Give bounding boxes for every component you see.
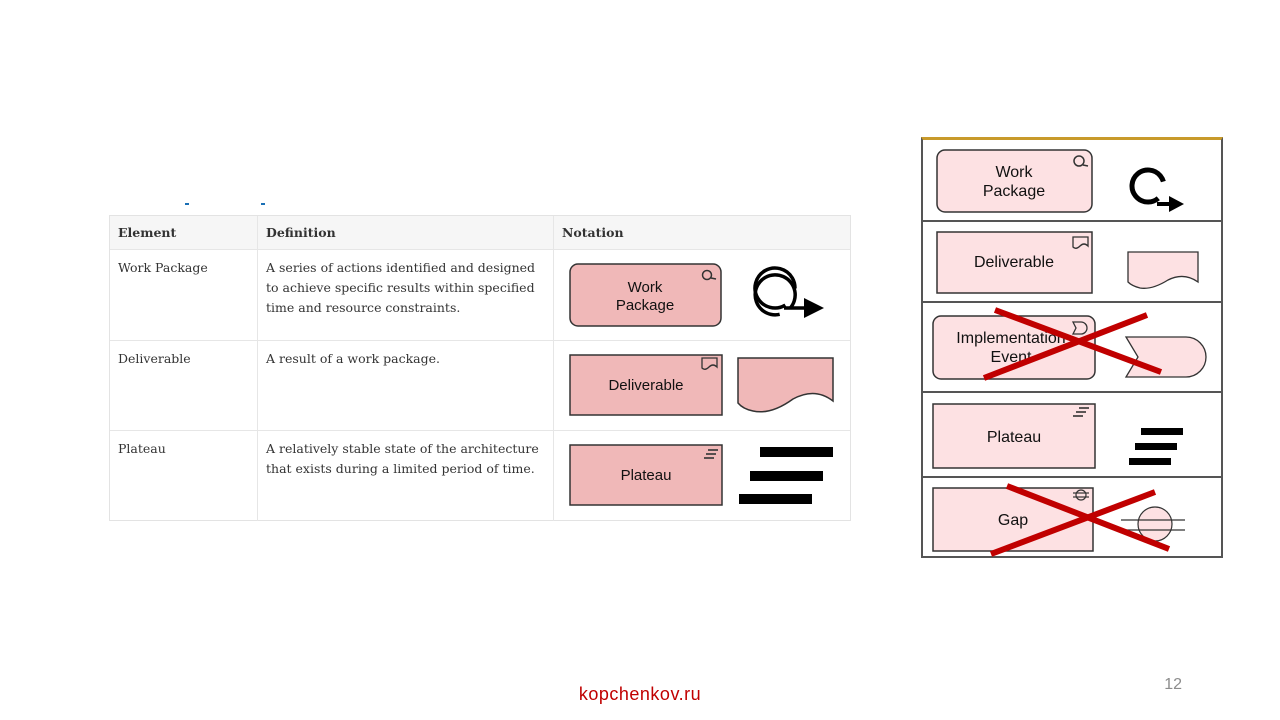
cell-element: Plateau [110,431,258,521]
deliverable-icon [737,357,834,413]
header-definition: Definition [258,216,554,249]
row-divider [923,476,1221,478]
rp-plateau: Plateau [987,429,1041,446]
table-header-row: Element Definition Notation [110,216,850,250]
plateau-icon [739,447,833,504]
header-notation: Notation [562,225,624,240]
cell-notation: Deliverable [554,341,850,430]
cut-link-fragment [185,199,315,209]
row-divider [923,391,1221,393]
cell-notation: Work Package [554,250,850,340]
loop-arrow-small-icon [1073,155,1089,167]
strike-cross-icon [982,307,1163,381]
strike-cross-icon [989,483,1171,557]
deliverable-small-icon [1072,236,1089,249]
cell-element: Deliverable [110,341,258,430]
table-row-deliverable: Deliverable A result of a work package. … [110,341,850,431]
loop-arrow-icon [1129,167,1184,212]
event-small-icon [1071,321,1088,335]
loop-arrow-icon [753,266,824,318]
plateau-label: Plateau [621,467,672,484]
plateau-icon [1129,428,1183,465]
site-link[interactable]: kopchenkov.ru [578,684,702,704]
cell-notation: Plateau [554,431,850,521]
table-row-work-package: Work Package A series of actions identif… [110,250,850,341]
deliverable-label: Deliverable [608,377,683,394]
row-divider [923,220,1221,222]
plateau-notation: Plateau [569,444,833,506]
rp-work-package-1: Work [995,164,1033,181]
elements-table: Element Definition Notation Work Package… [109,215,851,521]
loop-arrow-small-icon [701,269,717,281]
plateau-small-icon [1073,407,1089,417]
work-package-notation: Work Package [569,263,824,327]
gap-small-icon [1073,489,1089,501]
deliverable-icon [1127,251,1199,289]
cell-definition: A series of actions identified and desig… [258,250,554,340]
row-divider [923,301,1221,303]
cell-element: Work Package [110,250,258,340]
rp-work-package-2: Package [983,183,1045,200]
deliverable-small-icon [701,357,718,370]
table-row-plateau: Plateau A relatively stable state of the… [110,431,850,521]
rp-gap: Gap [998,512,1028,529]
deliverable-notation: Deliverable [569,354,834,416]
wp-label-2: Package [616,297,674,314]
notation-panel-graphics: Work Package Deliverable Implementation … [932,149,1207,557]
rp-deliverable: Deliverable [974,254,1054,271]
notation-comparison-panel: Work Package Deliverable Implementation … [921,137,1223,558]
cell-definition: A relatively stable state of the archite… [258,431,554,521]
plateau-small-icon [704,449,718,459]
rp-impl-event-1: Implementation [956,330,1065,347]
wp-label-1: Work [628,279,663,296]
header-element: Element [110,216,258,249]
cell-definition: A result of a work package. [258,341,554,430]
page-number: 12 [1164,676,1182,693]
event-icon [1124,336,1207,378]
